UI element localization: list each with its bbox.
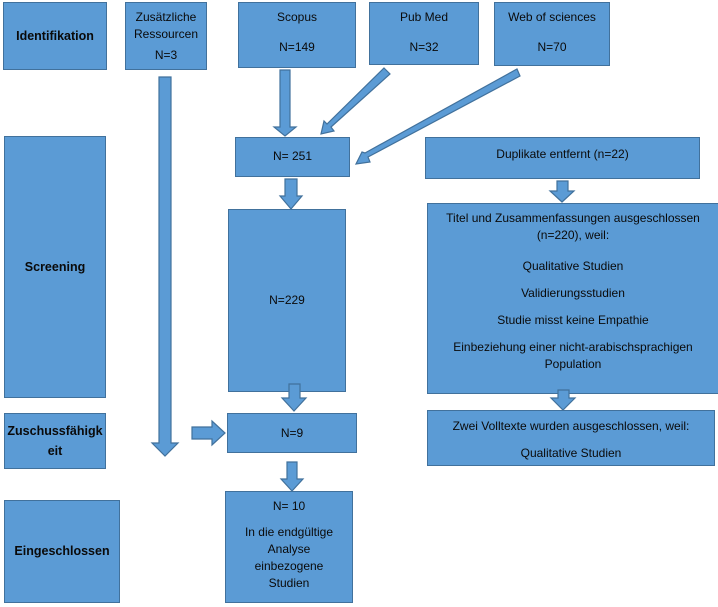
stage-included: Eingeschlossen [4, 500, 120, 603]
flow-eligible-box: N=9 [227, 413, 357, 453]
exclusion-reason-2: Validierungsstudien [521, 286, 625, 300]
arrow-additional-into-eligible [191, 419, 226, 447]
stage-screening-label: Screening [24, 259, 86, 274]
arrow-pubmed-to-total [320, 67, 391, 135]
exclusion-reason-1: Qualitative Studien [522, 259, 624, 273]
source-web-of-sciences: Web of sciences N=70 [494, 2, 610, 66]
flow-included-text-1: In die endgültige [244, 525, 334, 539]
exclusion-fulltext-text: Zwei Volltexte wurden ausgeschlossen, we… [452, 419, 690, 433]
arrow-additional-to-eligible [150, 76, 180, 457]
source-pubmed-count: N=32 [409, 40, 439, 54]
source-scopus-name: Scopus [276, 10, 318, 24]
arrow-total-to-screened [278, 178, 304, 210]
stage-identification: Identifikation [3, 2, 107, 70]
arrow-scopus-to-total [272, 69, 298, 137]
flow-total-count: N= 251 [272, 149, 313, 163]
source-additional-count: N=3 [154, 48, 178, 62]
source-pubmed-name: Pub Med [399, 10, 449, 24]
flow-included-text-4: Studien [268, 576, 310, 590]
source-scopus-count: N=149 [279, 40, 315, 54]
stage-eligibility-label-2: eit [47, 444, 63, 458]
stage-eligibility-label-1: Zuschussfähigk [7, 424, 103, 438]
source-pubmed: Pub Med N=32 [369, 2, 479, 65]
arrow-wos-to-total [354, 68, 521, 165]
flow-included-text-2: Analyse [267, 542, 311, 556]
flow-included-box: N= 10 In die endgültige Analyse einbezog… [225, 491, 353, 603]
exclusion-reason-3: Studie misst keine Empathie [497, 313, 649, 327]
exclusion-duplicates-box: Duplikate entfernt (n=22) [425, 137, 700, 179]
flow-screened-box: N=229 [228, 209, 346, 392]
exclusion-title-abstract-text-1: Titel und Zusammenfassungen ausgeschloss… [446, 211, 700, 225]
arrow-eligible-to-included [279, 461, 305, 492]
arrow-title-abstract-to-fulltext [549, 389, 577, 411]
flow-eligible-count: N=9 [280, 426, 304, 440]
exclusion-fulltext-reason: Qualitative Studien [520, 446, 622, 460]
exclusion-title-abstract-text-2: (n=220), weil: [536, 228, 610, 242]
stage-identification-label: Identifikation [16, 28, 94, 43]
exclusion-duplicates-text: Duplikate entfernt (n=22) [496, 147, 629, 161]
source-additional-resources: Zusätzliche Ressourcen N=3 [125, 2, 207, 70]
flow-screened-count: N=229 [269, 293, 305, 307]
exclusion-reason-5: Population [544, 357, 602, 371]
source-scopus: Scopus N=149 [238, 2, 356, 68]
source-additional-label-1: Zusätzliche [135, 10, 197, 24]
stage-screening: Screening [4, 136, 106, 398]
exclusion-title-abstract-box: Titel und Zusammenfassungen ausgeschloss… [427, 203, 718, 394]
exclusion-fulltext-box: Zwei Volltexte wurden ausgeschlossen, we… [427, 410, 715, 466]
flow-included-text-3: einbezogene [254, 559, 324, 573]
source-additional-label-2: Ressourcen [133, 27, 199, 41]
arrow-duplicates-to-title-abstract [548, 180, 576, 203]
arrow-screened-to-eligible [280, 383, 308, 412]
source-wos-name: Web of sciences [508, 10, 596, 24]
flow-included-count: N= 10 [272, 499, 306, 513]
source-wos-count: N=70 [537, 40, 567, 54]
exclusion-reason-4: Einbeziehung einer nicht-arabischsprachi… [453, 340, 693, 354]
stage-included-label: Eingeschlossen [14, 544, 110, 558]
flow-total-box: N= 251 [235, 137, 350, 177]
stage-eligibility: Zuschussfähigk eit [4, 413, 106, 469]
